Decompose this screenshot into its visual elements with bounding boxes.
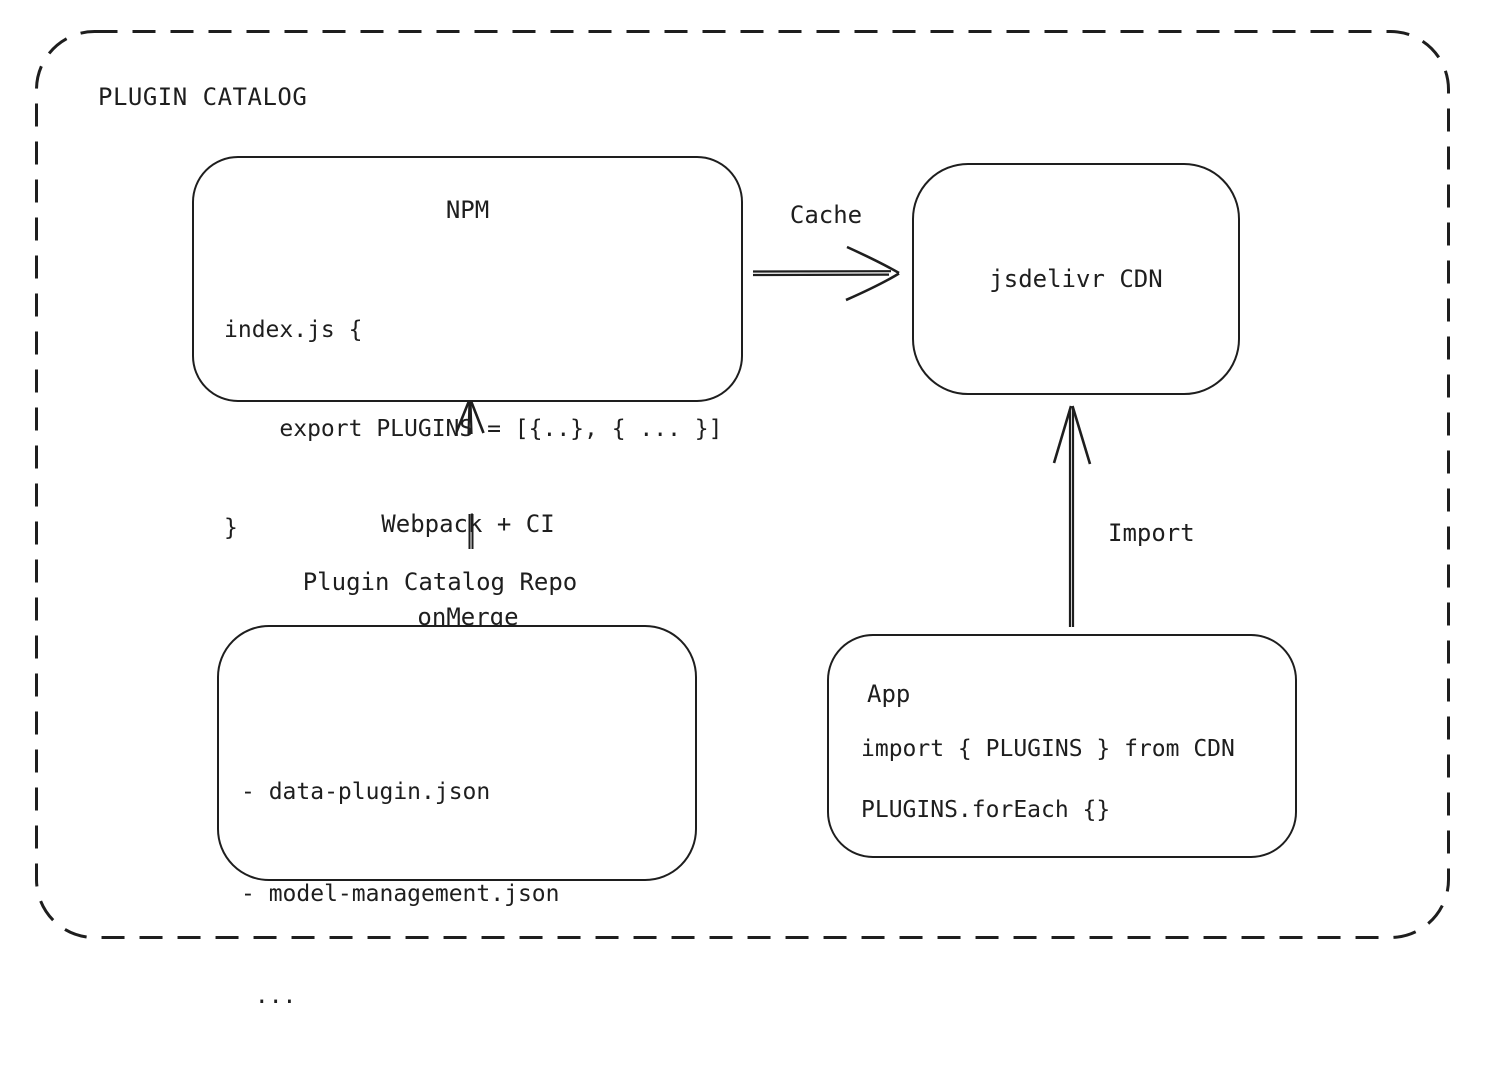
repo-file-item: - model-management.json <box>241 881 560 907</box>
node-npm: NPM index.js { export PLUGINS = [{..}, {… <box>192 156 743 541</box>
repo-file-item: - data-plugin.json <box>241 779 491 805</box>
node-app: App import { PLUGINS } from CDN PLUGINS.… <box>827 634 1297 858</box>
cdn-label: jsdelivr CDN <box>989 265 1163 293</box>
import-arrow <box>1052 405 1092 627</box>
repo-file-item: ... <box>241 983 297 1009</box>
npm-title: NPM <box>445 196 490 224</box>
node-cdn: jsdelivr CDN <box>912 163 1240 395</box>
frame-title: PLUGIN CATALOG <box>98 83 308 111</box>
app-code-line: PLUGINS.forEach {} <box>861 797 1111 823</box>
app-title: App <box>867 680 911 708</box>
repo-file-list: - data-plugin.json - model-management.js… <box>241 707 560 1081</box>
import-edge-label: Import <box>1108 519 1195 547</box>
app-code-line: import { PLUGINS } from CDN <box>861 736 1235 762</box>
diagram-canvas: PLUGIN CATALOG NPM index.js { export PLU… <box>35 30 1450 1009</box>
npm-code-line: } <box>224 515 238 541</box>
cache-edge-label: Cache <box>789 201 863 229</box>
build-edge-label-line1: Webpack + CI <box>381 510 555 538</box>
node-repo: - data-plugin.json - model-management.js… <box>217 625 697 1009</box>
repo-label: Plugin Catalog Repo <box>302 568 578 596</box>
npm-code-line: index.js { <box>224 317 363 343</box>
cache-arrow <box>752 245 900 302</box>
npm-code-line: export PLUGINS = [{..}, { ... }] <box>224 416 723 442</box>
npm-code-block: index.js { export PLUGINS = [{..}, { ...… <box>224 248 723 611</box>
